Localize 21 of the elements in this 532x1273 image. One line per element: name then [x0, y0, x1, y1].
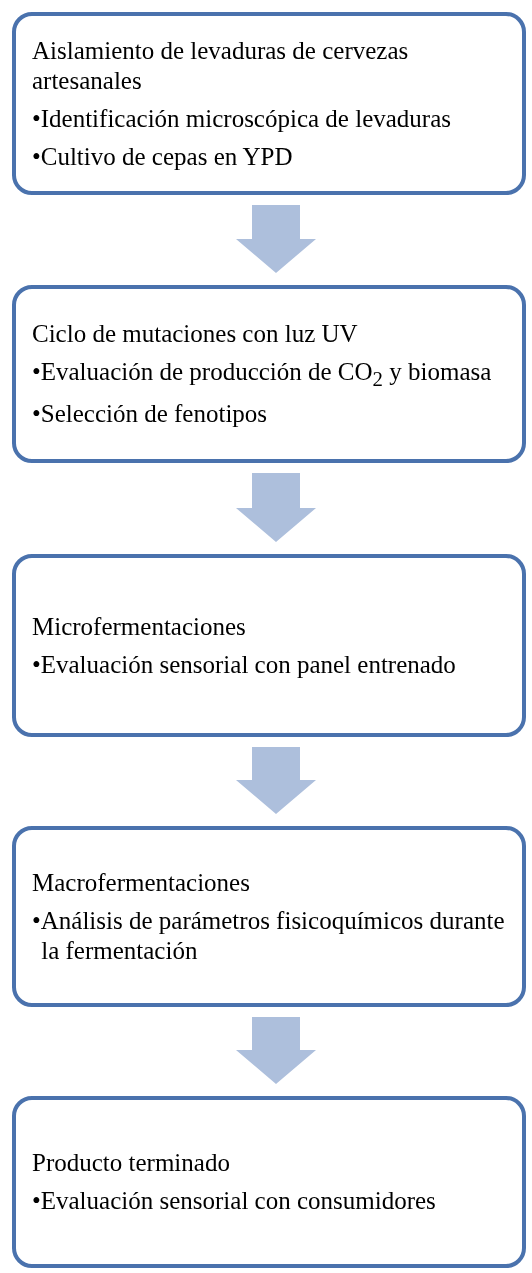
bullet-item: •Identificación microscópica de levaduras: [32, 103, 452, 134]
process-box: [12, 12, 526, 195]
step-heading: Macrofermentaciones: [32, 867, 251, 898]
process-box: [12, 826, 526, 1007]
bullet-item: •Análisis de parámetros fisicoquímicos durante la fermentación: [32, 905, 506, 966]
block-arrow: [236, 473, 316, 542]
step-heading: Ciclo de mutaciones con luz UV: [32, 318, 359, 349]
step-heading: Aislamiento de levaduras de cervezas artesanales: [32, 35, 410, 96]
bullet-item: •Selección de fenotipos: [32, 399, 269, 430]
bullet-item: •Cultivo de cepas en YPD: [32, 141, 294, 172]
step-heading: Microfermentaciones: [32, 611, 247, 642]
block-arrow: [236, 1017, 316, 1084]
bullet-item: •Evaluación de producción de CO$_{2}$ y biomasa: [32, 356, 493, 392]
step-heading: Producto terminado: [32, 1148, 231, 1178]
process-box: [12, 554, 526, 737]
block-arrow: [236, 747, 316, 814]
bullet-item: •Evaluación sensorial con consumidores: [32, 1186, 437, 1216]
process-box: [12, 1096, 526, 1268]
block-arrow: [236, 205, 316, 273]
process-box: [12, 285, 526, 463]
bullet-item: •Evaluación sensorial con panel entrenado: [32, 649, 457, 680]
